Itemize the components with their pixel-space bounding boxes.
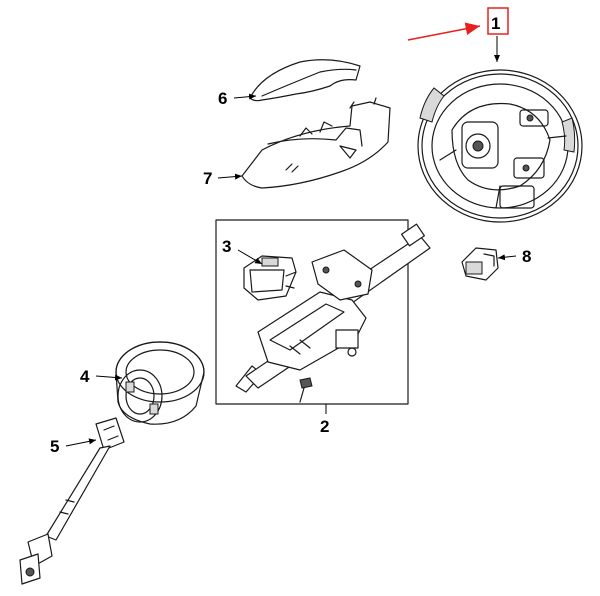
upper-column-cover-drawing [249,59,361,102]
leader-3 [237,249,263,265]
steering-column-drawing [215,219,431,405]
callout-7: 7 [203,169,212,188]
callout-8: 8 [522,247,531,266]
leader-4 [95,374,123,381]
highlight-box [487,7,509,35]
leader-8 [497,254,517,261]
highlight-arrow [407,22,481,41]
intermediate-shaft-drawing [19,417,125,585]
callout-2: 2 [320,417,329,436]
callout-3: 3 [222,237,231,256]
callout-labels: 1 2 3 4 5 6 7 8 [50,14,531,456]
highlight-marker [407,7,509,41]
callout-5: 5 [50,437,59,456]
callout-1: 1 [491,14,500,33]
leader-5 [65,438,97,447]
steering-wheel-drawing [417,69,583,223]
callout-6: 6 [218,89,227,108]
leader-7 [217,173,243,180]
column-switch-module-drawing [243,255,297,301]
callout-4: 4 [80,367,90,386]
clock-spring-drawing [115,341,205,425]
leader-lines [65,36,517,447]
lower-column-cover-drawing [241,97,391,189]
leader-6 [233,93,257,100]
switch-drawing [461,247,499,281]
